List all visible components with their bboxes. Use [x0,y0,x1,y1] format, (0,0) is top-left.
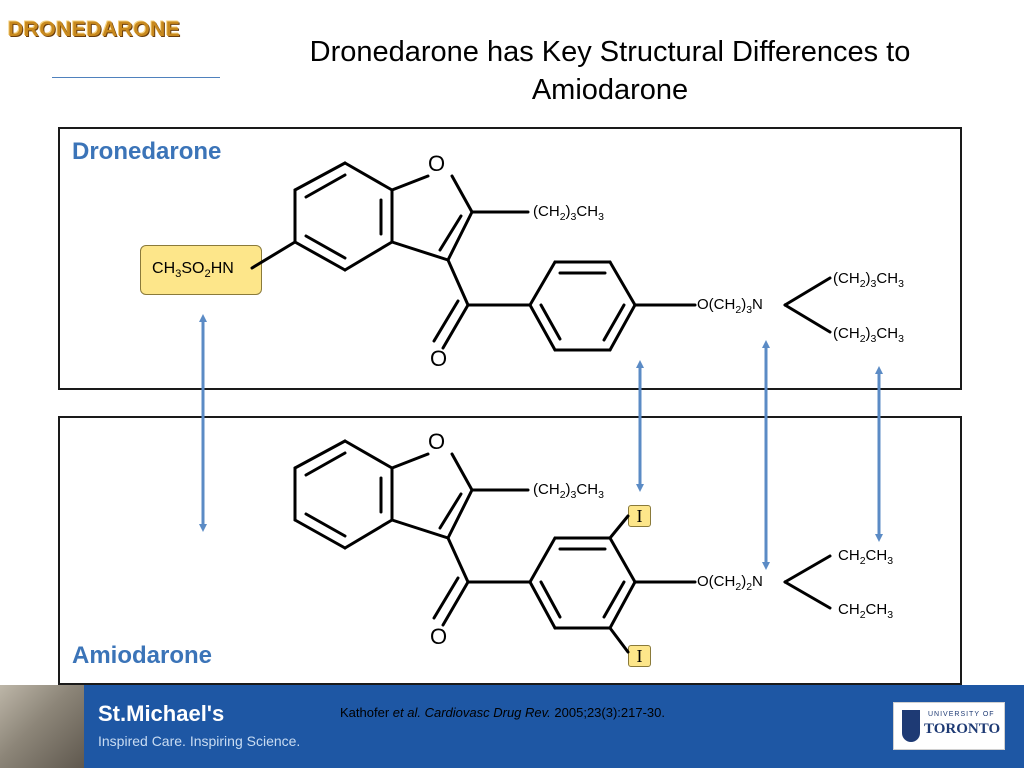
amio-linker: O(CH2)2N [697,573,763,593]
dron-n-substituent-1: (CH2)3CH3 [833,270,904,290]
dron-n-substituent-2: (CH2)3CH3 [833,325,904,345]
amio-carbonyl-oxygen: O [430,624,448,649]
logo-underline [52,77,220,78]
dronedarone-label: Dronedarone [72,138,222,165]
citation: Kathofer et al. Cardiovasc Drug Rev. 200… [340,705,665,720]
amio-ring-oxygen: O [428,429,446,454]
dronedarone-logo: DRONEDARONE [8,18,181,41]
title-line-2: Amiodarone [531,74,689,106]
iodine-bottom-box: I [628,645,651,667]
amio-n-substituent-1: CH2CH3 [838,547,894,567]
amiodarone-structure [293,439,832,654]
footer-bar: St.Michael's Inspired Care. Inspiring Sc… [0,685,1024,768]
dronedarone-structure [250,161,832,352]
uoft-crest-icon [902,710,920,742]
dron-ring-oxygen: O [428,151,446,176]
uoft-logo: UNIVERSITY OF TORONTO [893,702,1005,750]
slide-title: Dronedarone has Key Structural Differenc… [240,33,980,109]
dronedarone-panel [58,127,962,390]
amiodarone-label: Amiodarone [72,642,213,669]
amio-butyl-chain: (CH2)3CH3 [533,481,604,501]
sulfonamide-highlight [140,245,262,295]
uoft-big-text: TORONTO [924,721,1001,737]
dron-butyl-chain: (CH2)3CH3 [533,203,604,223]
dron-sulfonamide: CH3SO2HN [152,260,234,281]
st-michaels-tagline: Inspired Care. Inspiring Science. [98,733,301,749]
dron-linker: O(CH2)3N [697,296,763,316]
comparison-arrows [199,314,883,570]
citation-author: Kathofer [340,705,390,720]
statue-photo [0,685,84,768]
dron-carbonyl-oxygen: O [430,346,448,371]
st-michaels-name: St.Michael's [98,701,225,726]
uoft-small-text: UNIVERSITY OF [928,711,995,718]
amio-n-substituent-2: CH2CH3 [838,601,894,621]
title-line-1: Dronedarone has Key Structural Differenc… [309,36,911,68]
amiodarone-panel [58,416,962,685]
citation-etal: et al. [392,705,421,720]
citation-details: 2005;23(3):217-30. [554,705,666,720]
citation-journal: Cardiovasc Drug Rev. [424,705,551,720]
